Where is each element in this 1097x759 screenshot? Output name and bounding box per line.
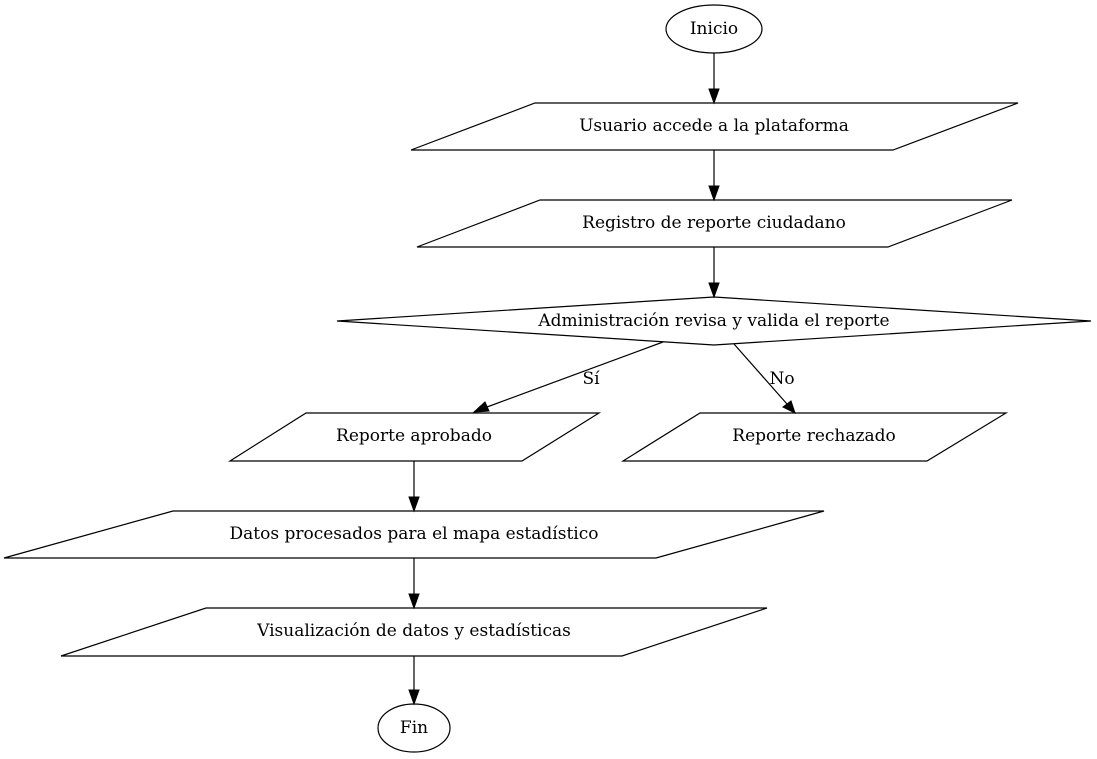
node-procesados-label: Datos procesados para el mapa estadístic…	[230, 524, 599, 544]
node-rechazado: Reporte rechazado	[620, 412, 1009, 462]
io-parallelogram	[227, 412, 602, 462]
edge-label-no: No	[769, 369, 794, 389]
edge-revision-rechazado: No	[733, 343, 796, 414]
node-fin: Fin	[377, 703, 451, 753]
edge-visualizacion-fin	[408, 656, 420, 706]
node-revision-label: Administración revisa y valida el report…	[537, 311, 889, 331]
node-visualizacion-label: Visualización de datos y estadísticas	[256, 621, 571, 641]
arrowhead-icon	[408, 689, 420, 706]
edge-registro-revision	[708, 247, 720, 299]
edge-procesados-visualizacion	[408, 558, 420, 610]
node-acceso-label: Usuario accede a la plataforma	[579, 116, 849, 136]
arrowhead-icon	[408, 593, 420, 610]
node-aprobado-label: Reporte aprobado	[336, 426, 492, 446]
arrowhead-icon	[782, 400, 796, 414]
node-registro: Registro de reporte ciudadano	[416, 199, 1013, 248]
node-fin-label: Fin	[400, 718, 428, 738]
arrowhead-icon	[708, 185, 720, 202]
node-visualizacion: Visualización de datos y estadísticas	[60, 607, 768, 657]
edge-line	[486, 341, 664, 408]
io-parallelogram	[416, 199, 1013, 248]
node-registro-label: Registro de reporte ciudadano	[582, 213, 846, 233]
io-parallelogram	[3, 510, 825, 559]
arrowhead-icon	[472, 401, 490, 413]
decision-diamond	[336, 296, 1092, 346]
edge-aprobado-procesados	[408, 461, 420, 513]
arrowhead-icon	[708, 88, 720, 105]
node-inicio: Inicio	[665, 4, 763, 54]
node-procesados: Datos procesados para el mapa estadístic…	[3, 510, 825, 559]
arrowhead-icon	[408, 496, 420, 513]
node-aprobado: Reporte aprobado	[227, 412, 602, 462]
edge-inicio-acceso	[708, 53, 720, 105]
node-inicio-label: Inicio	[690, 19, 738, 39]
node-acceso: Usuario accede a la plataforma	[410, 102, 1019, 151]
io-parallelogram	[620, 412, 1009, 462]
edge-revision-aprobado: Sí	[472, 341, 664, 413]
arrowhead-icon	[708, 282, 720, 299]
edge-line	[733, 343, 788, 405]
io-parallelogram	[410, 102, 1019, 151]
edge-acceso-registro	[708, 150, 720, 202]
node-revision: Administración revisa y valida el report…	[336, 296, 1092, 346]
edge-label-si: Sí	[582, 369, 600, 389]
node-rechazado-label: Reporte rechazado	[732, 426, 895, 446]
io-parallelogram	[60, 607, 768, 657]
